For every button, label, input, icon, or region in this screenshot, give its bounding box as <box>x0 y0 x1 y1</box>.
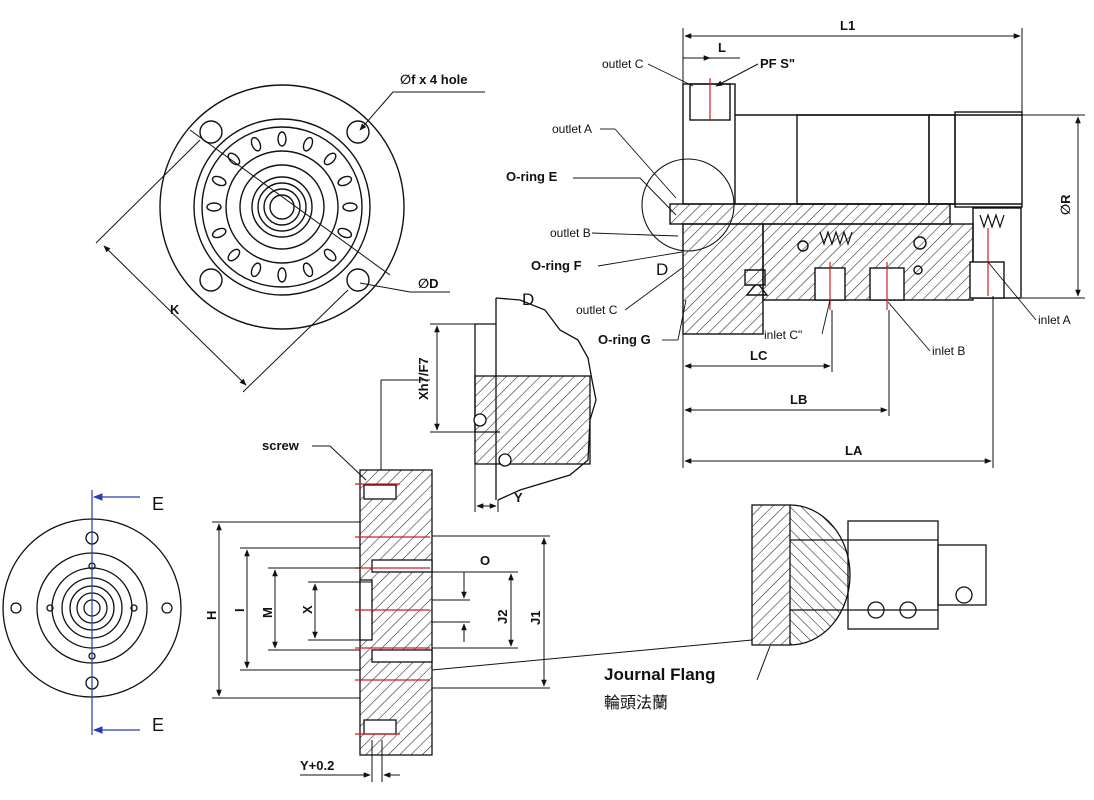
port-hole <box>302 136 314 152</box>
d-marker-label: D <box>656 260 668 279</box>
port-hole <box>277 131 287 147</box>
dim-la-label: LA <box>845 443 863 458</box>
detail-d-label: D <box>522 290 534 309</box>
section-e-top-label: E <box>152 494 164 514</box>
hole-label: ∅f x 4 hole <box>400 72 467 87</box>
oring-e-label: O-ring E <box>506 169 558 184</box>
inlet-c-label: inlet C" <box>764 328 802 342</box>
phi-r-label: ∅R <box>1058 194 1073 215</box>
port-hole <box>227 152 241 166</box>
dim-x-label: X <box>300 605 315 614</box>
dim-j1-label: J1 <box>528 611 543 625</box>
dim-lb-label: LB <box>790 392 807 407</box>
outlet-a-label: outlet A <box>552 122 592 136</box>
rotary-union-section <box>669 83 1023 335</box>
port-hole <box>323 248 337 262</box>
dim-l-label: L <box>718 40 726 55</box>
y02-label: Y+0.2 <box>300 758 334 773</box>
port-hole <box>250 262 262 278</box>
oring-g-label: O-ring G <box>598 332 651 347</box>
outlet-c-bottom-label: outlet C <box>576 303 618 317</box>
journal-flang-label: Journal Flang <box>604 665 715 684</box>
y-label: Y <box>514 490 523 505</box>
dim-lc-label: LC <box>750 348 768 363</box>
port-hole <box>337 227 353 239</box>
dim-l1-label: L1 <box>840 18 855 33</box>
dim-o-label: O <box>480 553 490 568</box>
journal-flange-view <box>751 504 987 646</box>
port-hole <box>211 227 227 239</box>
detail-d-view <box>473 297 597 501</box>
screw-label: screw <box>262 438 300 453</box>
inlet-b-label: inlet B <box>932 344 965 358</box>
port-hole <box>302 262 314 278</box>
xh7-label: Xh7/F7 <box>416 357 431 400</box>
port-hole <box>250 136 262 152</box>
section-e-bottom-label: E <box>152 715 164 735</box>
dim-k <box>95 139 349 393</box>
port-hole <box>342 202 358 212</box>
port-hole <box>277 267 287 283</box>
port-hole <box>323 152 337 166</box>
port-hole <box>206 202 222 212</box>
port-hole <box>227 248 241 262</box>
phi-d-label: ∅D <box>418 276 439 291</box>
port-hole <box>337 175 353 187</box>
dim-k-label: K <box>170 302 180 317</box>
dim-i-label: I <box>232 608 247 612</box>
chinese-label: 輪頭法蘭 <box>604 694 668 712</box>
flange-section-view <box>359 469 433 756</box>
pfs-label: PF S" <box>760 56 795 71</box>
dim-j2-label: J2 <box>495 610 510 624</box>
outlet-c-top-label: outlet C <box>602 57 644 71</box>
port-hole <box>211 175 227 187</box>
outlet-b-label: outlet B <box>550 226 591 240</box>
dim-m-label: M <box>260 607 275 618</box>
flange-front-view <box>159 84 405 330</box>
inlet-a-label: inlet A <box>1038 313 1071 327</box>
dim-h-label: H <box>204 611 219 620</box>
oring-f-label: O-ring F <box>531 258 582 273</box>
